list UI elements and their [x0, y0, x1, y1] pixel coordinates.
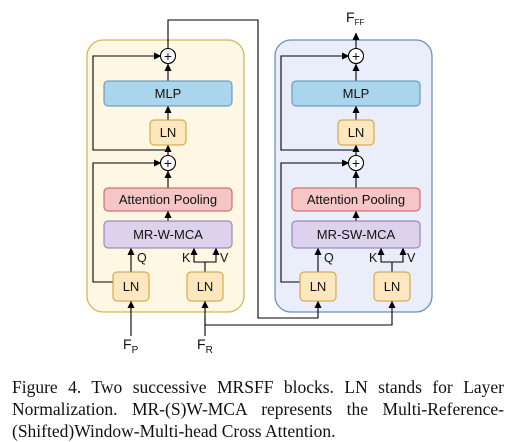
block2-ln-left-label: LN — [310, 279, 327, 294]
input-fp-main: F — [123, 336, 132, 352]
block1-ln-right-box — [186, 271, 224, 302]
block2-ln-left-box — [299, 271, 337, 302]
input-fr-label: FR — [197, 336, 213, 356]
block2-v-label: V — [407, 251, 416, 265]
input-fr-main: F — [197, 336, 206, 352]
block2-mlp-box — [291, 80, 421, 107]
input-fp-label: FP — [123, 336, 139, 356]
block2-attention-pooling-box — [291, 187, 421, 212]
output-ff-label: FFF — [346, 9, 364, 27]
block2-plus-upper-symbol: + — [352, 48, 360, 64]
block1-ln-right-label: LN — [197, 279, 214, 294]
block2-mca-box — [291, 220, 421, 249]
block1-mlp-box — [103, 80, 233, 107]
block2-ln-right-box — [373, 271, 411, 302]
block2-plus-upper — [347, 47, 365, 65]
block1-ln-top-label: LN — [160, 125, 177, 140]
block1-q-label: Q — [137, 251, 147, 265]
block2-k-label: K — [369, 251, 378, 265]
block2-q-label: Q — [324, 251, 334, 265]
block1-mlp-label: MLP — [155, 86, 182, 101]
block2-plus-lower — [347, 154, 365, 172]
block1-v-label: V — [220, 251, 229, 265]
block2-plus-lower-symbol: + — [352, 155, 360, 171]
block1-mca-box — [103, 220, 233, 249]
block1-ln-left-label: LN — [123, 279, 140, 294]
block1-mca-label: MR-W-MCA — [133, 227, 203, 242]
input-fp-sub: P — [132, 345, 139, 356]
block2-ln-right-label: LN — [384, 279, 401, 294]
block1-plus-upper-symbol: + — [164, 48, 172, 64]
block1-attention-pooling-label: Attention Pooling — [119, 192, 217, 207]
block1-ln-top-box — [149, 119, 187, 146]
block1-k-label: K — [182, 251, 191, 265]
block1-plus-upper — [159, 47, 177, 65]
block1-plus-lower-symbol: + — [164, 155, 172, 171]
block2-attention-pooling-label: Attention Pooling — [307, 192, 405, 207]
mrsff-diagram: MLP LN + + Attention Pooling MR-W-MCA Q … — [86, 9, 433, 356]
block2-mlp-label: MLP — [343, 86, 370, 101]
output-ff-main: F — [346, 9, 355, 25]
input-fr-sub: R — [206, 345, 213, 356]
block1-plus-lower — [159, 154, 177, 172]
block2-mca-label: MR-SW-MCA — [317, 227, 396, 242]
block1-attention-pooling-box — [103, 187, 233, 212]
block-1-components — [92, 19, 396, 336]
output-ff-sub: FF — [355, 18, 365, 27]
block2-ln-top-box — [337, 119, 375, 146]
block2-ln-top-label: LN — [348, 125, 365, 140]
block1-ln-left-box — [112, 271, 150, 302]
figure-caption: Figure 4. Two successive MRSFF blocks. L… — [12, 377, 504, 441]
